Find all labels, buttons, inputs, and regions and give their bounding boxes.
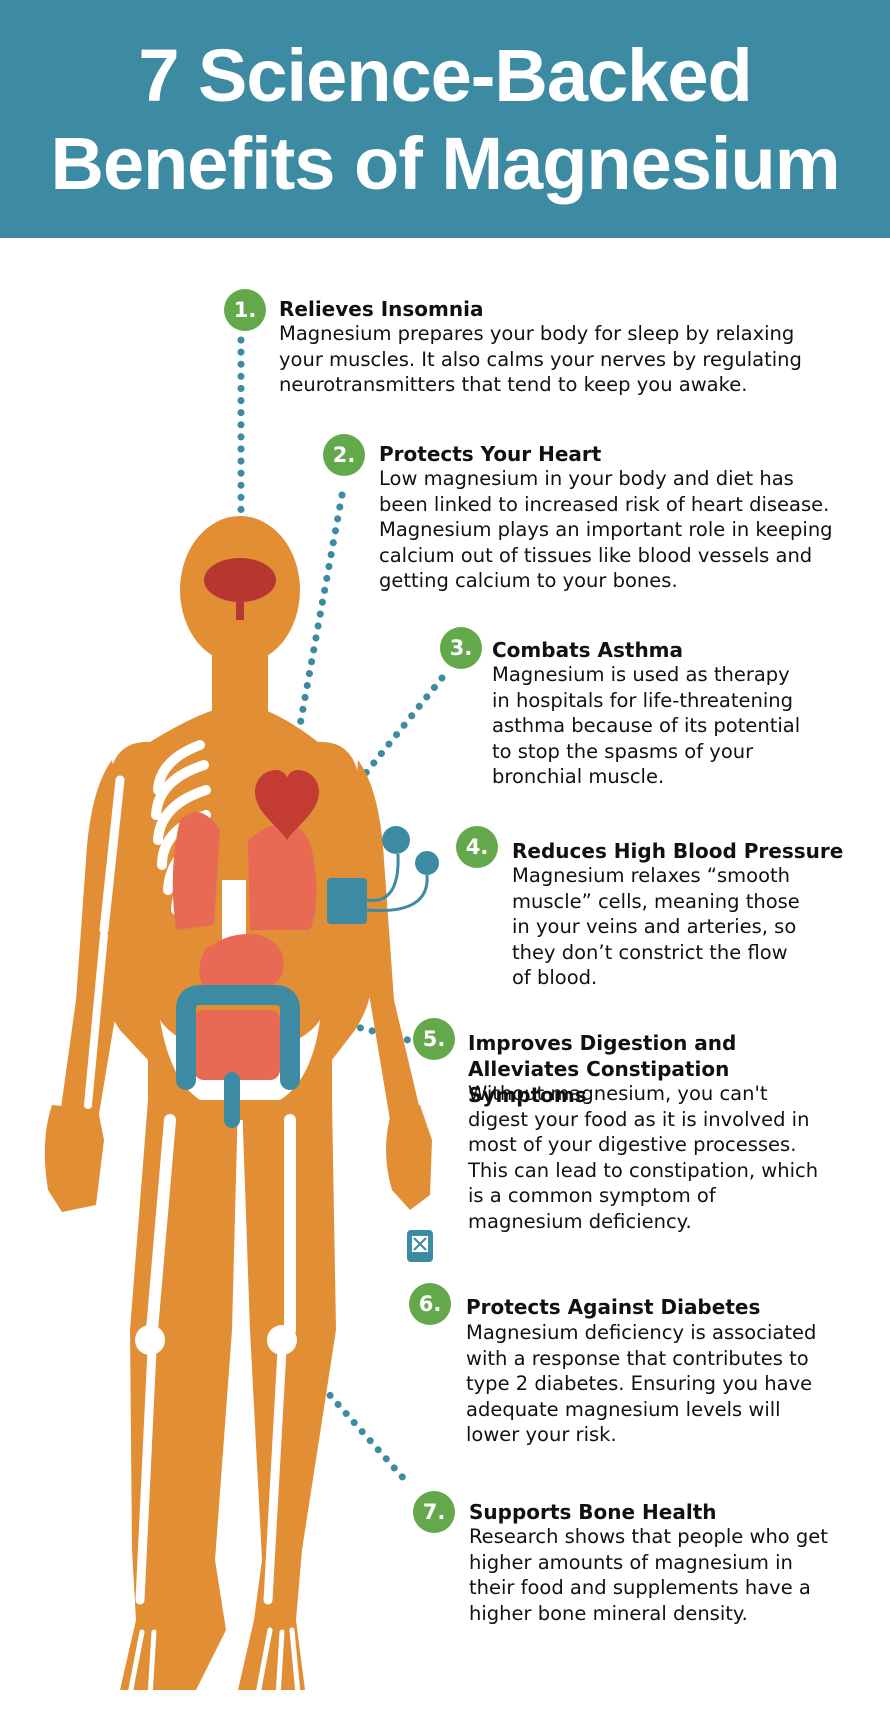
page-title: 7 Science-Backed Benefits of Magnesium xyxy=(0,32,890,208)
title-line-1: 7 Science-Backed xyxy=(138,34,752,117)
title-line-2: Benefits of Magnesium xyxy=(50,122,841,205)
benefit-4-text: Magnesium relaxes “smooth muscle” cells,… xyxy=(512,864,800,989)
left-humerus xyxy=(99,775,125,935)
benefit-2-number: 2. xyxy=(323,434,365,476)
benefit-6-number: 6. xyxy=(409,1283,451,1325)
digestive-system-icon xyxy=(176,985,300,1128)
left-hand xyxy=(44,1105,104,1212)
body-illustration xyxy=(44,336,446,1699)
left-forearm xyxy=(84,931,108,1109)
feet-bones xyxy=(107,1627,301,1699)
benefit-2-title: Protects Your Heart xyxy=(379,442,602,466)
benefit-7-text: Research shows that people who get highe… xyxy=(469,1525,828,1625)
right-leg xyxy=(238,1100,336,1690)
benefit-6-text: Magnesium deficiency is associated with … xyxy=(466,1321,817,1446)
benefit-2-text: Low magnesium in your body and diet has … xyxy=(379,467,833,592)
benefit-5-title: Improves Digestion and Alleviates Consti… xyxy=(468,1031,737,1107)
neck xyxy=(212,640,268,715)
benefit-1-title: Relieves Insomnia xyxy=(279,297,484,321)
benefit-4-title: Reduces High Blood Pressure xyxy=(512,839,844,863)
right-tibia xyxy=(263,1345,287,1605)
left-leg xyxy=(120,1100,238,1690)
benefit-1-text: Magnesium prepares your body for sleep b… xyxy=(279,322,802,396)
benefit-3-number: 3. xyxy=(440,627,482,669)
benefit-5-number: 5. xyxy=(413,1018,455,1060)
connector-7 xyxy=(286,1346,409,1484)
benefit-3-title: Combats Asthma xyxy=(492,638,684,662)
stomach xyxy=(199,934,284,1001)
title-banner: 7 Science-Backed Benefits of Magnesium xyxy=(0,0,890,238)
glucose-meter-icon xyxy=(407,1230,433,1262)
right-arm xyxy=(350,760,420,1120)
brain-icon xyxy=(204,558,276,620)
benefit-6-title: Protects Against Diabetes xyxy=(466,1295,761,1319)
blood-pressure-cuff-icon xyxy=(327,826,439,924)
left-arm xyxy=(60,760,132,1120)
benefit-3-text: Magnesium is used as therapy in hospital… xyxy=(492,663,801,788)
benefit-1-number: 1. xyxy=(224,289,266,331)
benefit-4-number: 4. xyxy=(456,826,498,868)
left-femur xyxy=(146,1114,176,1336)
lungs-icon xyxy=(172,812,317,930)
left-tibia xyxy=(135,1345,157,1605)
benefit-7-title: Supports Bone Health xyxy=(469,1500,717,1524)
benefit-7-number: 7. xyxy=(413,1491,455,1533)
heart-icon xyxy=(255,770,319,840)
connector-3 xyxy=(316,674,446,834)
right-hand xyxy=(386,1105,432,1210)
knee-caps xyxy=(135,1325,297,1355)
benefit-5-text: Without magnesium, you can't digest your… xyxy=(468,1082,819,1233)
